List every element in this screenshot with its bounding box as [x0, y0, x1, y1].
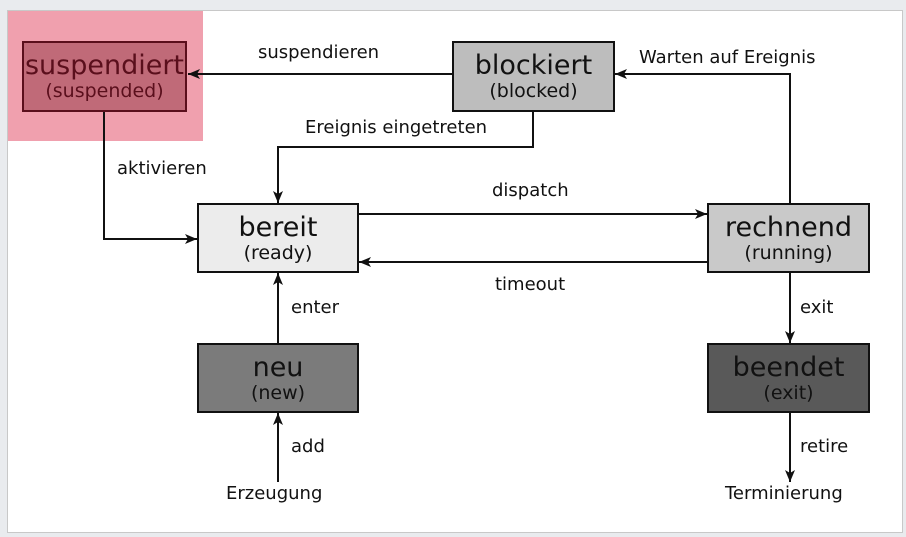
label-retire: retire [800, 436, 849, 457]
label-exit: exit [800, 297, 834, 318]
state-suspended: suspendiert (suspended) [22, 41, 187, 112]
label-timeout: timeout [495, 274, 566, 295]
label-termination: Terminierung [725, 483, 843, 504]
state-blocked: blockiert (blocked) [452, 41, 615, 112]
label-activate: aktivieren [117, 158, 207, 179]
label-creation: Erzeugung [226, 483, 323, 504]
state-ready: bereit (ready) [197, 203, 359, 273]
state-blocked-title: blockiert [474, 50, 593, 82]
label-suspend: suspendieren [258, 42, 380, 63]
state-ready-subtitle: (ready) [243, 241, 313, 264]
state-new-subtitle: (new) [250, 381, 306, 404]
state-new-title: neu [252, 351, 304, 383]
arrow-event-occurred [273, 112, 534, 203]
state-suspended-title: suspendiert [24, 50, 185, 82]
state-running-subtitle: (running) [744, 241, 833, 264]
label-add: add [291, 436, 325, 457]
arrow-activate [103, 112, 197, 244]
state-blocked-subtitle: (blocked) [489, 80, 578, 103]
state-suspended-subtitle: (suspended) [45, 80, 164, 103]
state-exit-subtitle: (exit) [763, 381, 814, 404]
label-enter: enter [291, 297, 340, 318]
state-ready-title: bereit [238, 211, 318, 243]
state-running-title: rechnend [724, 211, 853, 243]
label-dispatch: dispatch [492, 180, 569, 201]
label-event-occurred: Ereignis eingetreten [305, 117, 488, 138]
label-wait: Warten auf Ereignis [639, 47, 816, 68]
state-exit-title: beendet [732, 351, 845, 383]
state-running: rechnend (running) [707, 203, 870, 273]
arrow-wait [615, 69, 791, 203]
state-exit: beendet (exit) [707, 343, 870, 413]
state-new: neu (new) [197, 343, 359, 413]
